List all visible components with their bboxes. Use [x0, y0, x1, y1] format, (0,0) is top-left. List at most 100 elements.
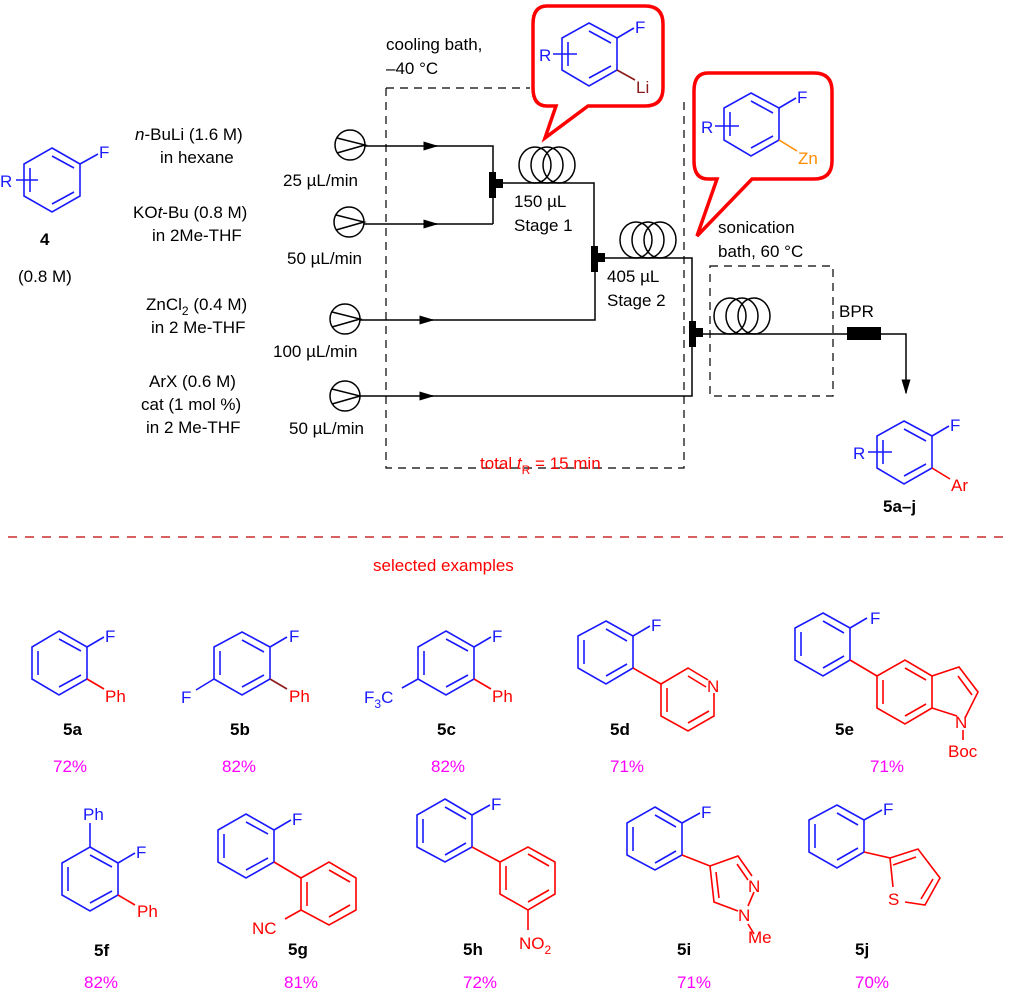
svg-text:Me: Me	[748, 928, 772, 947]
svg-text:150 µL: 150 µL	[514, 192, 566, 211]
svg-text:R: R	[701, 118, 713, 137]
svg-text:72%: 72%	[53, 757, 87, 776]
svg-text:N: N	[955, 713, 967, 732]
r-substituent: R	[0, 172, 12, 191]
svg-text:Ph: Ph	[83, 805, 104, 824]
svg-text:F: F	[635, 18, 645, 37]
svg-text:KOt-Bu (0.8 M): KOt-Bu (0.8 M)	[133, 203, 247, 222]
svg-text:5f: 5f	[94, 941, 109, 960]
svg-text:5a–j: 5a–j	[883, 497, 916, 516]
starting-material-4: F R 4 (0.8 M)	[0, 143, 109, 286]
svg-text:cat (1 mol %): cat (1 mol %)	[141, 395, 241, 414]
example-5d: F N 5d 71%	[577, 616, 719, 776]
product-5a-j: F R Ar 5a–j	[853, 416, 968, 516]
svg-text:Zn: Zn	[798, 149, 818, 168]
svg-text:71%: 71%	[677, 973, 711, 991]
svg-text:Stage 1: Stage 1	[514, 216, 573, 235]
svg-text:N: N	[738, 906, 750, 925]
pump-icon	[334, 129, 368, 161]
reagent-zncl2: ZnCl2 (0.4 M) in 2 Me-THF 100 µL/min	[146, 295, 357, 361]
svg-text:ArX (0.6 M): ArX (0.6 M)	[149, 372, 236, 391]
example-5e: F N Boc 5e 71%	[794, 609, 979, 776]
svg-text:in 2Me-THF: in 2Me-THF	[152, 226, 242, 245]
svg-text:5a: 5a	[63, 720, 82, 739]
flow-rate: 100 µL/min	[273, 342, 357, 361]
svg-text:5b: 5b	[230, 720, 250, 739]
svg-text:in 2 Me-THF: in 2 Me-THF	[151, 318, 245, 337]
pump-icon	[333, 206, 367, 238]
svg-text:5d: 5d	[610, 720, 630, 739]
svg-text:F3C: F3C	[364, 688, 393, 711]
svg-text:Boc: Boc	[948, 742, 978, 761]
svg-text:5i: 5i	[677, 940, 691, 959]
svg-text:F: F	[136, 843, 146, 862]
svg-text:82%: 82%	[431, 757, 465, 776]
flow-rate: 50 µL/min	[289, 419, 364, 438]
example-5f: Ph F Ph 5f 82%	[61, 805, 158, 991]
svg-text:F: F	[181, 688, 191, 707]
pump-icon	[329, 380, 363, 412]
back-pressure-regulator: BPR	[839, 302, 881, 340]
svg-text:N: N	[748, 877, 760, 896]
svg-text:n-BuLi (1.6 M): n-BuLi (1.6 M)	[135, 125, 243, 144]
svg-text:F: F	[883, 800, 893, 819]
example-5h: F NO2 5h 72%	[416, 795, 556, 991]
svg-text:82%: 82%	[84, 973, 118, 991]
example-5b: F F Ph 5b 82%	[181, 627, 310, 776]
svg-text:Ph: Ph	[137, 902, 158, 921]
svg-text:5g: 5g	[288, 940, 308, 959]
flow-rate: 25 µL/min	[283, 171, 358, 190]
t-mixer-icon	[489, 172, 503, 198]
svg-text:F: F	[289, 627, 299, 646]
coil-reactor-2: 405 µL Stage 2	[607, 221, 677, 310]
svg-text:S: S	[888, 890, 899, 909]
svg-text:5e: 5e	[835, 720, 854, 739]
svg-text:70%: 70%	[855, 973, 889, 991]
coil-reactor-1: 150 µL Stage 1	[514, 146, 576, 235]
mixer-icons	[489, 172, 703, 347]
example-5i: F N N Me 5i 71%	[626, 803, 772, 991]
reagent-arx: ArX (0.6 M) cat (1 mol %) in 2 Me-THF 50…	[141, 372, 364, 438]
svg-text:cooling bath,: cooling bath,	[386, 35, 482, 54]
svg-text:71%: 71%	[610, 757, 644, 776]
svg-text:5h: 5h	[463, 940, 483, 959]
svg-text:R: R	[853, 444, 865, 463]
t-mixer-icon	[591, 246, 605, 272]
svg-text:81%: 81%	[284, 973, 318, 991]
example-5a: F Ph 5a 72%	[31, 627, 126, 776]
compound-label: 4	[40, 230, 50, 249]
sonication-bath: sonication bath, 60 °C	[709, 218, 834, 397]
svg-text:82%: 82%	[222, 757, 256, 776]
fluoro-atom: F	[99, 143, 109, 162]
svg-text:BPR: BPR	[839, 302, 874, 321]
svg-text:R: R	[539, 46, 551, 65]
reagent-nbuli: n-BuLi (1.6 M) in hexane 25 µL/min	[135, 125, 358, 190]
t-mixer-icon	[689, 321, 703, 347]
svg-text:71%: 71%	[870, 757, 904, 776]
reagent-kotbu: KOt-Bu (0.8 M) in 2Me-THF 50 µL/min	[133, 203, 362, 268]
svg-text:F: F	[701, 803, 711, 822]
svg-text:F: F	[105, 627, 115, 646]
svg-text:N: N	[707, 677, 719, 696]
svg-text:–40 °C: –40 °C	[386, 59, 438, 78]
svg-text:F: F	[870, 609, 880, 628]
svg-text:Ph: Ph	[105, 687, 126, 706]
svg-text:NO2: NO2	[519, 934, 552, 957]
svg-text:Ph: Ph	[492, 687, 513, 706]
svg-text:F: F	[950, 416, 960, 435]
svg-text:F: F	[491, 795, 501, 814]
svg-text:NC: NC	[252, 919, 277, 938]
example-5g: F NC 5g 81%	[217, 810, 357, 991]
callout-aryllithium: F R Li	[531, 4, 665, 143]
svg-text:5c: 5c	[437, 720, 456, 739]
example-5j: F S 5j 70%	[808, 800, 941, 991]
svg-text:5j: 5j	[855, 940, 869, 959]
svg-text:Ar: Ar	[951, 476, 968, 495]
svg-text:F: F	[492, 627, 502, 646]
svg-text:Stage 2: Stage 2	[607, 291, 666, 310]
callout-arylzinc: F R Zn	[692, 71, 834, 238]
examples-header: selected examples	[373, 556, 514, 575]
cooling-bath: cooling bath, –40 °C	[385, 35, 685, 469]
svg-text:bath, 60 °C: bath, 60 °C	[718, 242, 803, 261]
